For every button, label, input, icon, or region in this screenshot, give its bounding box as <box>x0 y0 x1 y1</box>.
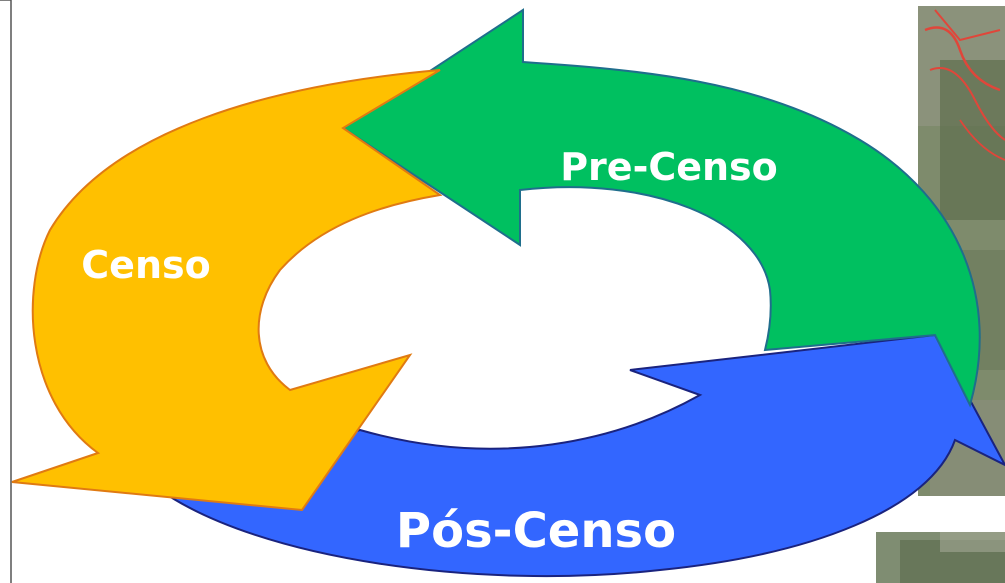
pre-censo-arrow <box>341 8 981 408</box>
pos-censo-label: Pós-Censo <box>396 503 676 559</box>
left-document-edge <box>0 0 12 583</box>
censo-label: Censo <box>81 243 210 287</box>
aerial-photo-small <box>876 532 1005 583</box>
censo-arrow <box>11 69 443 512</box>
pos-censo-arrow <box>157 333 1005 578</box>
pre-censo-label: Pre-Censo <box>560 145 778 189</box>
